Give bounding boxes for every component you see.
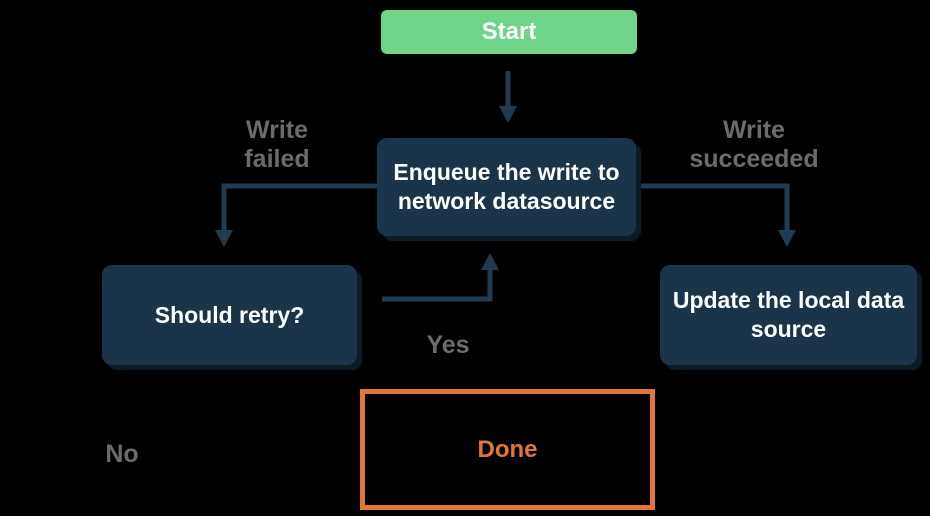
edge-label-yes: Yes — [426, 331, 470, 359]
node-enqueue-write: Enqueue the write to network datasource — [377, 138, 636, 236]
node-done: Done — [360, 389, 655, 510]
node-enqueue-write-label: Enqueue the write to network datasource — [393, 159, 620, 214]
edge-label-write-failed: Write failed — [244, 116, 310, 173]
edge-label-no: No — [105, 440, 139, 468]
node-update-local-source: Update the local data source — [660, 265, 917, 365]
node-start-label: Start — [481, 18, 537, 45]
edge-label-write-succeeded: Write succeeded — [689, 116, 819, 173]
arrow-enqueue-to-should-retry — [215, 183, 377, 247]
node-done-label: Done — [477, 435, 538, 463]
arrow-enqueue-to-update-local — [639, 183, 796, 247]
arrow-should-retry-to-enqueue — [382, 253, 499, 302]
node-should-retry-label: Should retry? — [154, 301, 305, 328]
node-should-retry: Should retry? — [102, 265, 357, 365]
arrow-start-to-enqueue — [499, 71, 517, 123]
node-update-local-source-label: Update the local data source — [672, 287, 905, 342]
node-start: Start — [381, 10, 637, 54]
